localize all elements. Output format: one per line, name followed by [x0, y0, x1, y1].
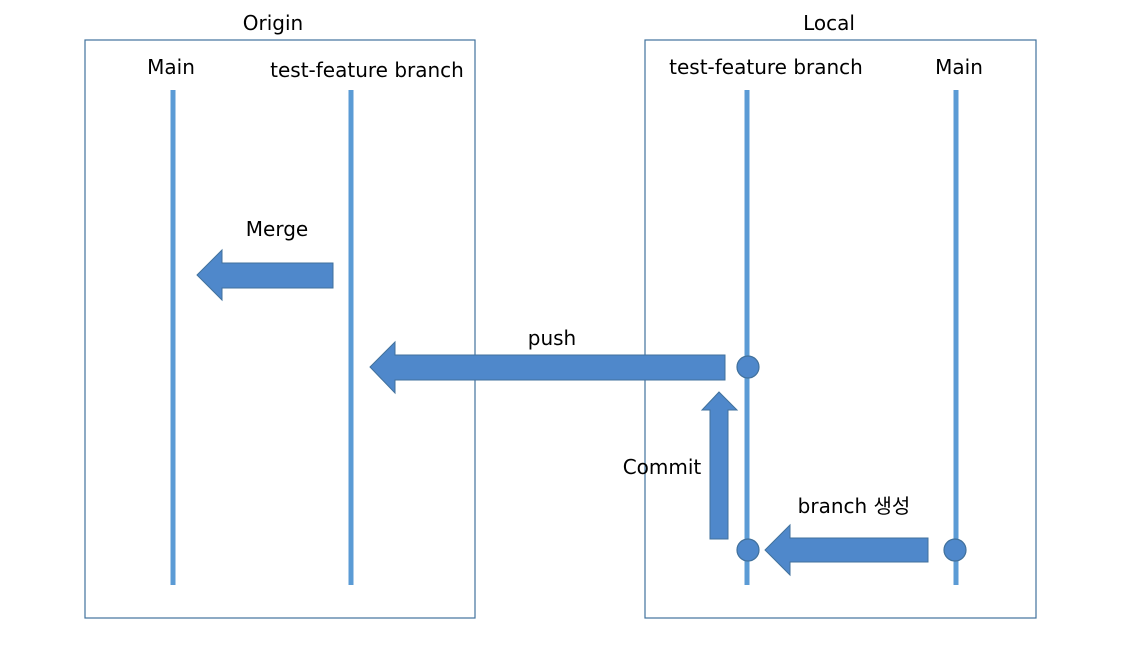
local-box [644, 39, 1037, 619]
merge-arrow [196, 248, 334, 302]
origin-main-label: Main [147, 55, 195, 79]
origin-title: Origin [243, 11, 303, 35]
commit-arrow [700, 391, 739, 540]
local-feature-label: test-feature branch [669, 55, 863, 79]
local-title: Local [803, 11, 855, 35]
main-branch-point-node [943, 538, 967, 562]
push-commit-node [736, 355, 760, 379]
local-main-label: Main [935, 55, 983, 79]
branch-create-label: branch 생성 [798, 494, 911, 518]
push-arrow [369, 340, 726, 395]
origin-box [84, 39, 476, 619]
origin-feature-label: test-feature branch [270, 58, 464, 82]
commit-label: Commit [623, 455, 702, 479]
branch-create-arrow [764, 523, 929, 577]
merge-label: Merge [246, 217, 308, 241]
push-label: push [528, 326, 576, 350]
branch-start-node [736, 538, 760, 562]
